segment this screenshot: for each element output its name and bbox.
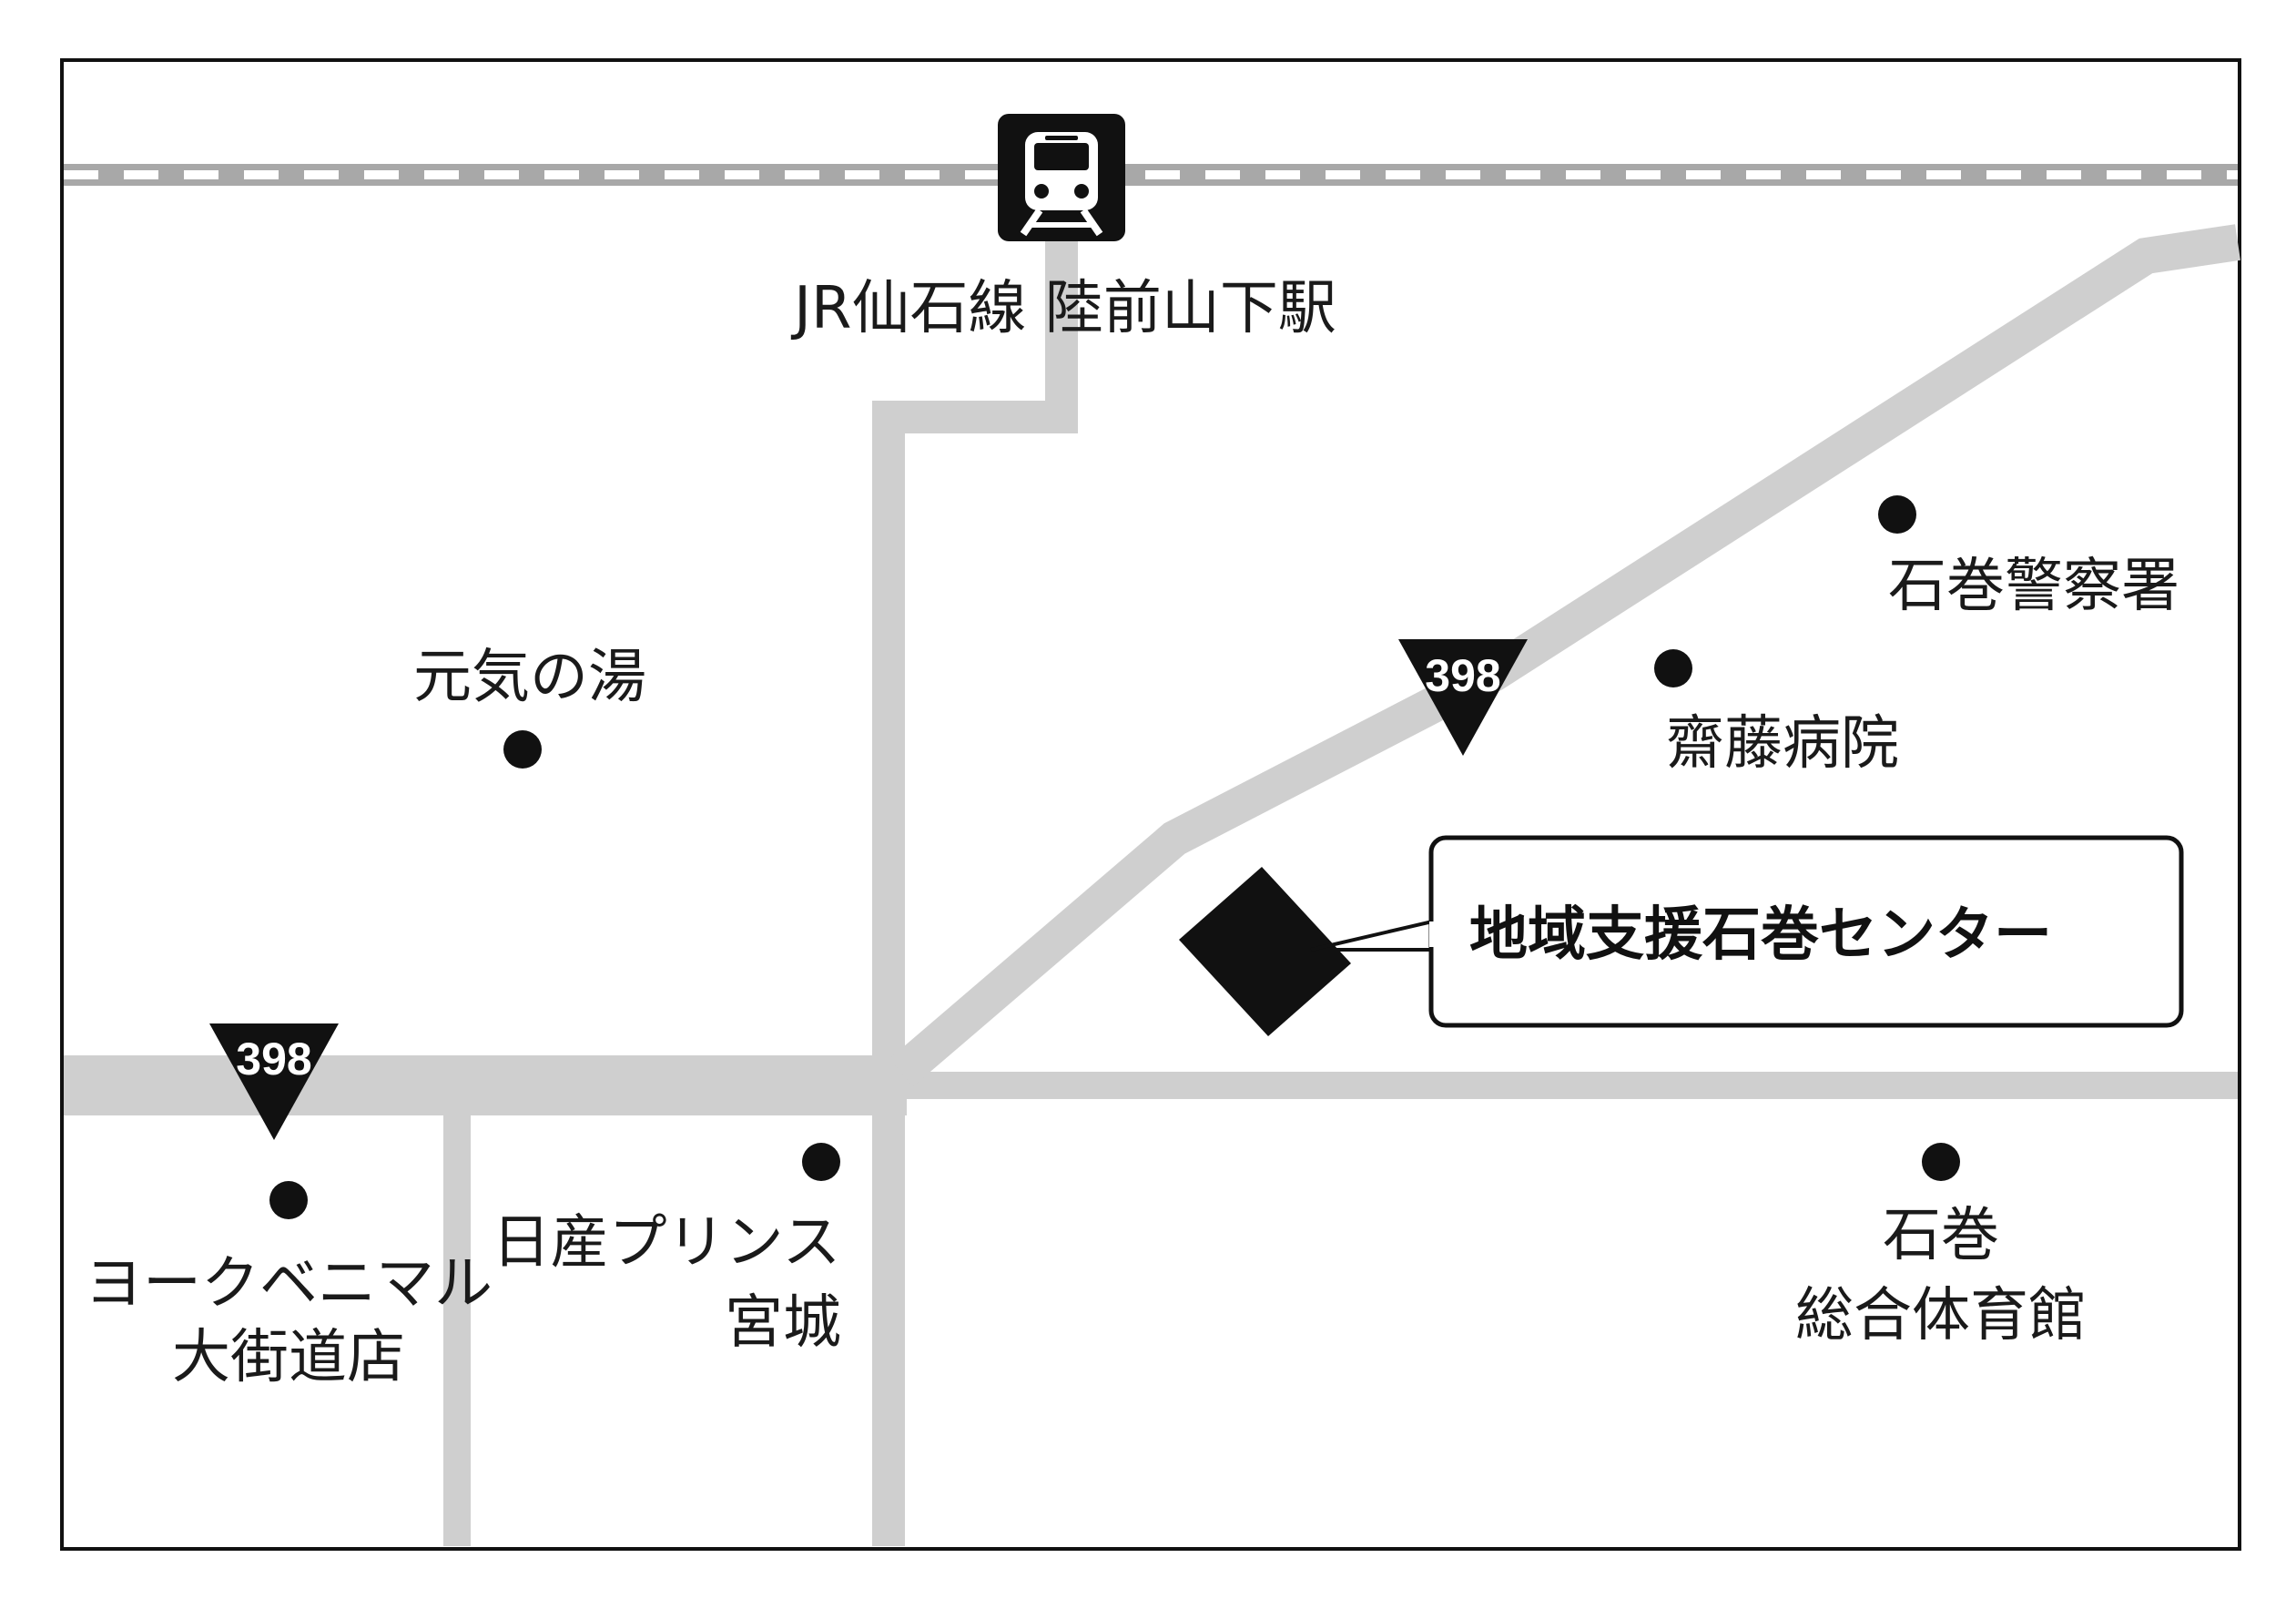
landmark-marker-nissan xyxy=(802,1143,840,1181)
map-frame xyxy=(60,58,2241,1551)
landmark-marker-police xyxy=(1878,495,1916,534)
route-398-shield-east: 398 xyxy=(1398,639,1528,756)
destination-building xyxy=(1179,867,1351,1036)
route-398-shield-west-number: 398 xyxy=(236,1034,311,1084)
landmark-label-gym-line2: 総合体育館 xyxy=(1795,1282,2087,1349)
route-398-shield-east-number: 398 xyxy=(1425,650,1500,701)
destination-callout: 地域支援石巻センター xyxy=(1310,835,2184,1028)
landmark-marker-gym xyxy=(1922,1143,1960,1181)
landmark-label-yorkbenimaru-line2: 大街道店 xyxy=(172,1324,405,1391)
landmark-marker-genki xyxy=(503,730,542,769)
route-398-shield-west: 398 xyxy=(209,1023,339,1140)
landmark-label-genki: 元気の湯 xyxy=(413,644,646,711)
landmark-label-saito: 齋藤病院 xyxy=(1666,710,1899,778)
station-label: JR仙石線 陸前山下駅 xyxy=(790,275,1336,342)
road-station-access xyxy=(872,188,1078,1546)
landmark-label-nissan-line2: 宮城 xyxy=(725,1289,841,1357)
destination-label: 地域支援石巻センター xyxy=(1469,901,2052,969)
landmark-marker-yorkbenimaru xyxy=(269,1181,308,1219)
landmark-label-nissan-line1: 日産プリンス xyxy=(493,1209,841,1277)
landmark-label-police: 石巻警察署 xyxy=(1888,553,2179,620)
railway-jr-senseki-line xyxy=(64,164,2238,186)
train-icon xyxy=(998,114,1125,241)
landmark-label-gym-line1: 石巻 xyxy=(1883,1202,1999,1269)
landmark-label-yorkbenimaru-line1: ヨークベニマル xyxy=(85,1250,493,1318)
landmark-marker-saito xyxy=(1654,649,1692,687)
